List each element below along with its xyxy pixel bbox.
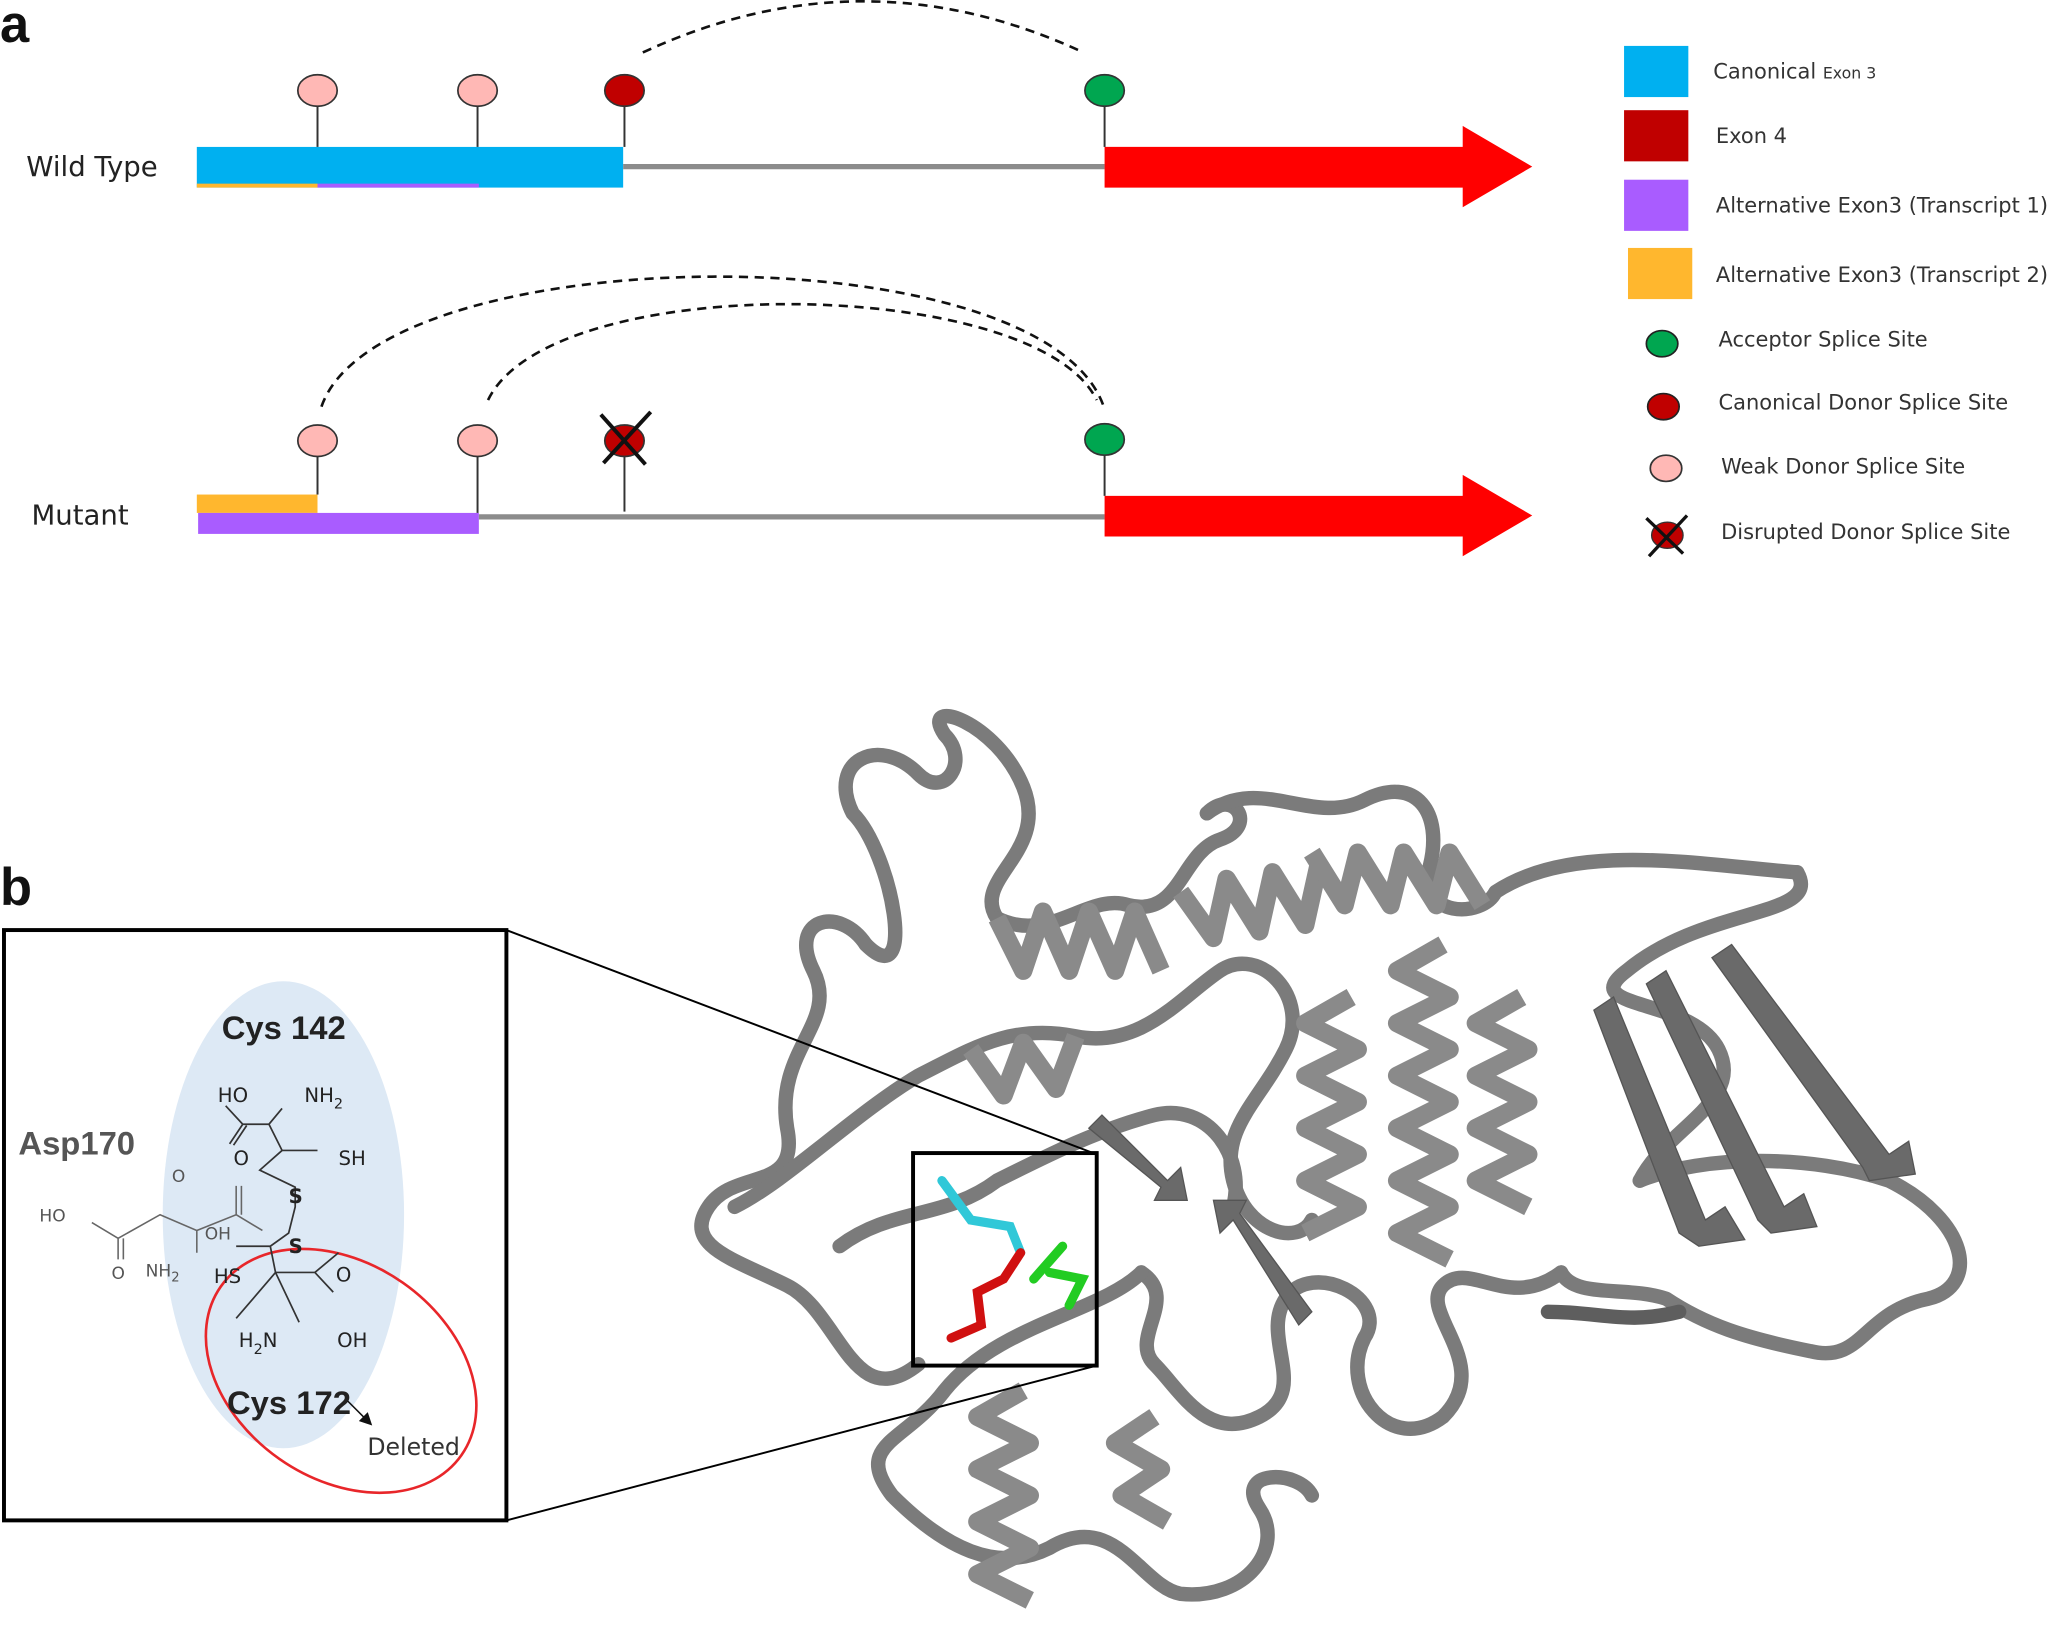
legend-canonical-donor-icon <box>1646 392 1681 421</box>
splice-arc <box>642 0 1085 54</box>
acceptor-site <box>1084 422 1126 457</box>
weak-donor-site <box>296 424 339 458</box>
chem-label: SH <box>338 1147 365 1170</box>
wild-type-transcript: Wild Type <box>26 0 1533 208</box>
legend-label: Acceptor Splice Site <box>1719 327 1928 351</box>
splice-arc <box>486 302 1098 401</box>
legend: Canonical Exon 3 Exon 4 Alternative Exon… <box>1624 45 2048 558</box>
zoom-connector <box>506 929 1098 1156</box>
weak-donor-site <box>296 73 339 108</box>
disulfide-highlight <box>162 981 405 1449</box>
cys172-label: Cys 172 <box>227 1384 351 1421</box>
panel-b-letter: b <box>0 859 32 917</box>
chem-label: NH2 <box>304 1084 343 1113</box>
legend-label: Alternative Exon3 (Transcript 2) <box>1716 263 2048 287</box>
chem-label: S <box>289 1235 303 1258</box>
asp170-residue <box>1029 1241 1090 1310</box>
deleted-arrow <box>347 1400 373 1426</box>
legend-label: Disrupted Donor Splice Site <box>1721 520 2010 544</box>
chem-label: NH2 <box>146 1261 180 1285</box>
acceptor-site <box>1084 73 1126 108</box>
weak-donor-site <box>457 424 499 458</box>
legend-label: Alternative Exon3 (Transcript 1) <box>1716 194 2048 218</box>
cys142-residue <box>937 1176 1026 1258</box>
zoom-connector <box>506 1364 1097 1522</box>
legend-disrupted-donor-icon <box>1645 514 1689 558</box>
chem-label: O <box>234 1147 249 1170</box>
cys142-label: Cys 142 <box>222 1009 346 1046</box>
chem-label: O <box>172 1167 185 1187</box>
protein-structure <box>694 708 1968 1609</box>
legend-swatch-exon4 <box>1624 110 1689 162</box>
chem-label: O <box>336 1264 351 1287</box>
wild-type-label: Wild Type <box>26 151 157 183</box>
splice-arc <box>320 275 1106 410</box>
weak-donor-site <box>457 73 499 108</box>
chem-label: HS <box>214 1265 241 1288</box>
chem-label: O <box>112 1264 125 1284</box>
asp170-structure <box>91 1185 263 1260</box>
alt-exon3-t1-bar <box>198 512 479 534</box>
legend-label: Weak Donor Splice Site <box>1721 455 1965 479</box>
inset-panel: Cys 142 Asp170 Cys 172 Deleted HO NH2 O … <box>2 928 509 1523</box>
legend-label: Exon 4 <box>1716 124 1787 148</box>
canonical-donor-site <box>603 73 645 108</box>
legend-acceptor-icon <box>1645 329 1679 358</box>
alt-exon3-t2-bar <box>196 494 318 513</box>
exon4-arrow <box>1104 474 1533 557</box>
deleted-label: Deleted <box>367 1433 460 1461</box>
alt-exon3-t1-strip <box>317 183 479 188</box>
chem-label: HO <box>218 1084 248 1107</box>
panel-a-letter: a <box>0 0 30 54</box>
exon4-arrow <box>1104 125 1533 208</box>
chem-label: OH <box>337 1329 367 1352</box>
chem-label: HO <box>39 1206 65 1226</box>
mutant-label: Mutant <box>32 500 129 532</box>
disrupted-donor-site <box>599 410 653 466</box>
chem-label: OH <box>205 1225 231 1245</box>
cys172-residue <box>946 1248 1026 1343</box>
alt-exon3-t2-strip <box>196 183 318 188</box>
legend-swatch-alt-exon3-t2 <box>1627 247 1693 300</box>
mutant-transcript: Mutant <box>32 275 1533 557</box>
legend-label: Canonical Donor Splice Site <box>1719 390 2009 414</box>
legend-swatch-canonical-exon3 <box>1624 45 1689 98</box>
canonical-exon3-bar <box>196 146 624 188</box>
legend-label: Canonical Exon 3 <box>1713 60 1876 84</box>
chem-label: H2N <box>239 1329 278 1358</box>
legend-swatch-alt-exon3-t1 <box>1624 179 1689 231</box>
cys142-structure <box>225 1105 340 1323</box>
deleted-region-ring <box>204 1247 478 1495</box>
zoom-region-box <box>911 1151 1099 1368</box>
asp170-label: Asp170 <box>18 1124 135 1161</box>
chem-label: S <box>289 1185 303 1208</box>
legend-weak-donor-icon <box>1649 454 1683 483</box>
